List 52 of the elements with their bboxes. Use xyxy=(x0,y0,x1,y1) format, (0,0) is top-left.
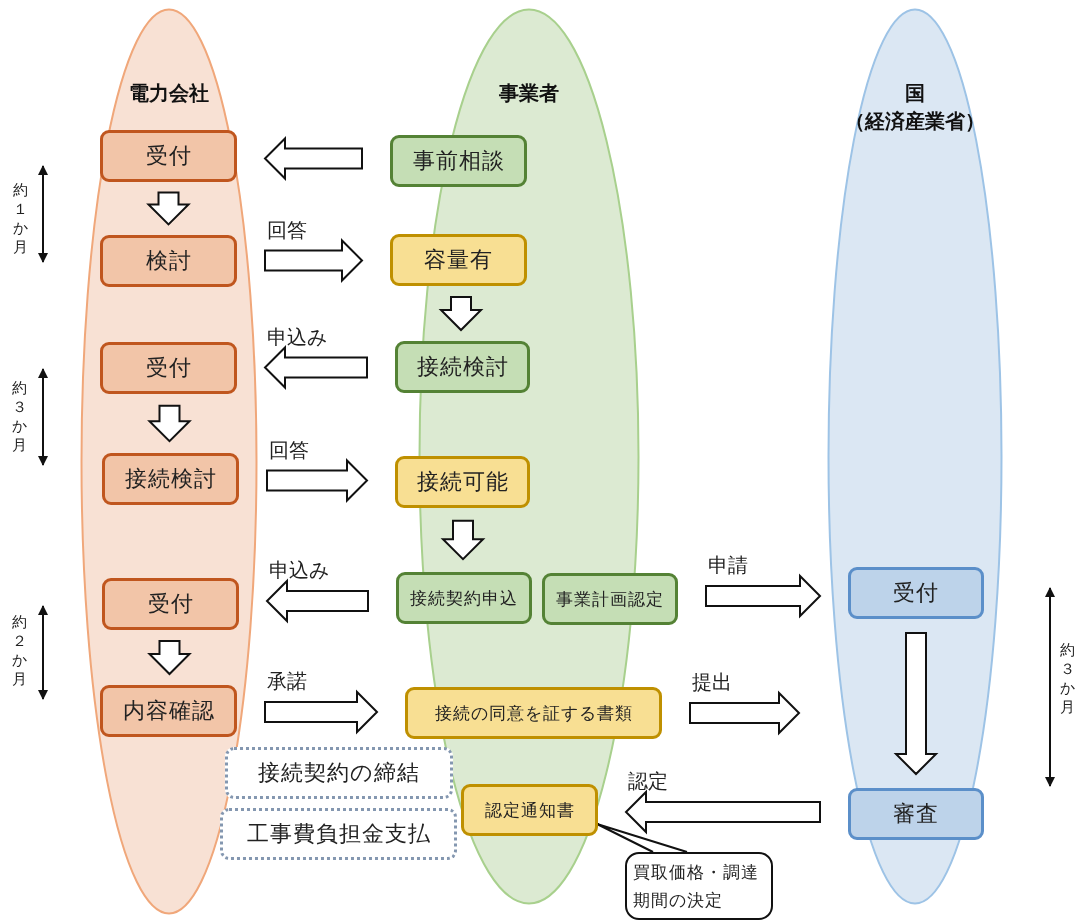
edge-label: 申請 xyxy=(708,552,748,579)
duration-label: 約３か月 xyxy=(11,379,27,455)
process-box: 接続検討 xyxy=(102,453,239,505)
note-box: 接続契約の締結 xyxy=(225,747,453,799)
process-box: 内容確認 xyxy=(100,685,237,737)
lane-heading: 事業者 xyxy=(498,80,560,106)
process-box: 検討 xyxy=(100,235,237,287)
edge-label: 提出 xyxy=(692,669,732,696)
leader-line xyxy=(596,823,688,853)
duration-label: 約１か月 xyxy=(12,181,28,257)
process-box: 接続の同意を証する書類 xyxy=(405,687,662,739)
edge-label: 回答 xyxy=(269,436,309,464)
duration-label: 約２か月 xyxy=(11,613,27,689)
block-arrow xyxy=(624,789,821,835)
edge-label: 回答 xyxy=(267,216,307,244)
block-arrow xyxy=(146,191,191,226)
block-arrow xyxy=(893,632,939,776)
lane-heading: 国 xyxy=(904,80,926,106)
lane-heading: （経済産業省） xyxy=(844,108,986,134)
block-arrow xyxy=(438,296,484,332)
process-box: 接続検討 xyxy=(395,341,530,393)
process-box: 接続契約申込 xyxy=(396,572,532,624)
block-arrow xyxy=(266,458,369,503)
block-arrow xyxy=(705,573,822,619)
block-arrow xyxy=(147,640,192,676)
block-arrow xyxy=(263,136,363,181)
process-box: 事前相談 xyxy=(390,135,527,187)
note-box: 工事費負担金支払 xyxy=(220,808,457,860)
edge-label: 申込み xyxy=(267,323,327,351)
edge-label: 承諾 xyxy=(267,668,307,695)
edge-label: 認定 xyxy=(628,768,668,795)
lane-heading: 電力会社 xyxy=(128,80,210,106)
block-arrow xyxy=(263,345,368,390)
process-box: 事業計画認定 xyxy=(542,573,678,625)
block-arrow xyxy=(264,689,379,735)
speech-bubble: 買取価格・調達期間の決定 xyxy=(625,852,773,920)
edge-label: 申込み xyxy=(269,557,329,584)
block-arrow xyxy=(147,404,192,443)
block-arrow xyxy=(265,578,369,624)
swimlane-ellipse xyxy=(827,8,1003,905)
process-box: 受付 xyxy=(102,578,239,630)
process-box: 受付 xyxy=(100,342,237,394)
process-box: 受付 xyxy=(848,567,984,619)
block-arrow xyxy=(689,690,801,736)
process-box: 受付 xyxy=(100,130,237,182)
process-box: 接続可能 xyxy=(395,456,530,508)
duration-label: 約３か月 xyxy=(1059,641,1075,717)
process-box: 認定通知書 xyxy=(461,784,598,836)
process-box: 審査 xyxy=(848,788,984,840)
block-arrow xyxy=(264,238,364,283)
block-arrow xyxy=(440,519,486,561)
process-box: 容量有 xyxy=(390,234,527,286)
